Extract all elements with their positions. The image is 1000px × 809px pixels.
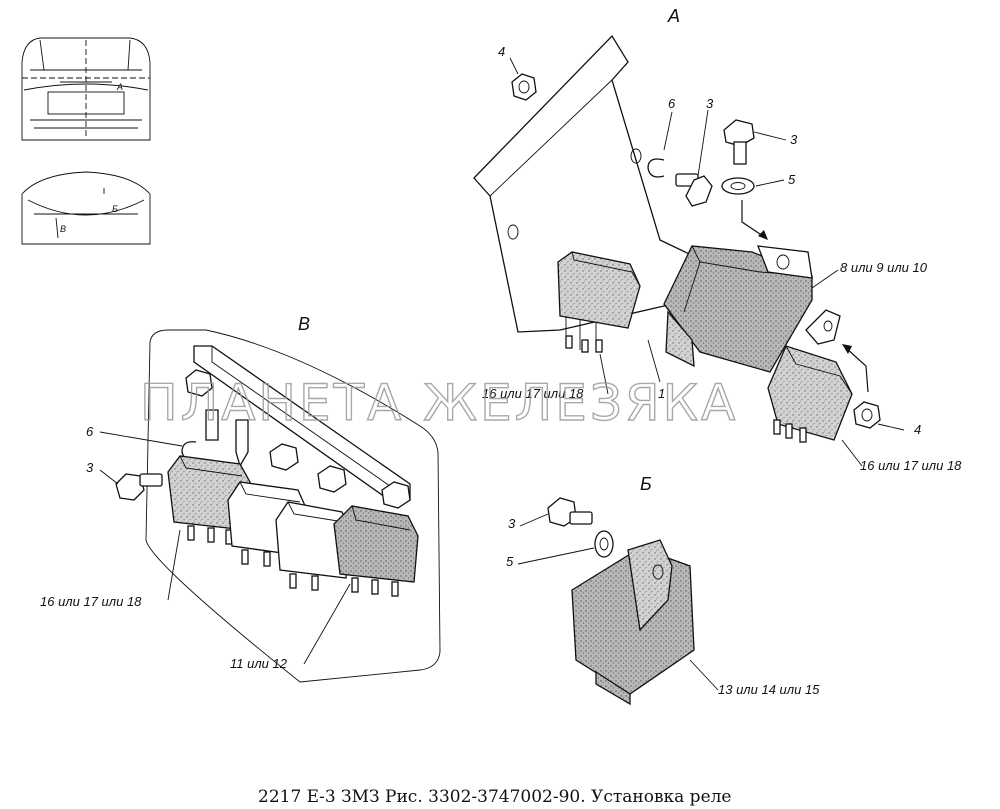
label-a-4-bottom: 4	[914, 422, 921, 437]
label-a-16: 16 или 17 или 18	[482, 386, 584, 401]
view-b-relay-13	[571, 539, 695, 706]
view-a-relay-16	[557, 251, 641, 353]
label-a-1: 1	[658, 386, 665, 401]
label-v-16: 16 или 17 или 18	[40, 594, 142, 609]
view-v-nuts	[185, 369, 411, 509]
figure-caption: 2217 Е-3 ЗМЗ Рис. 3302-3747002-90. Устан…	[258, 787, 732, 807]
view-a-nut-4-bottom	[853, 401, 881, 429]
label-a-3-right: 3	[790, 132, 798, 147]
vehicle-front-thumbnail: А	[21, 37, 151, 141]
view-a-relay-8	[663, 245, 813, 373]
thumb-label-v: В	[60, 224, 66, 234]
label-v-3: 3	[86, 460, 94, 475]
label-b-13: 13 или 14 или 15	[718, 682, 820, 697]
view-a-nut-4-top	[511, 73, 537, 101]
view-b-washer-5	[594, 530, 614, 558]
view-a-washer-5	[721, 177, 755, 195]
view-a-relay-16-bottom	[767, 309, 853, 443]
view-v-title: В	[298, 314, 310, 334]
label-a-16-bottom: 16 или 17 или 18	[860, 458, 962, 473]
view-a-arrows	[741, 200, 869, 393]
view-b-bolt-3	[547, 497, 593, 527]
label-a-6: 6	[668, 96, 676, 111]
view-v-panel	[145, 329, 441, 683]
view-a-bolt-3-right	[723, 119, 755, 165]
watermark: ПЛАНЕТА ЖЕЛЕЗЯКА	[140, 374, 738, 432]
view-v-bracket	[193, 345, 411, 503]
view-v-bolt-3	[115, 473, 163, 501]
label-a-4-top: 4	[498, 44, 505, 59]
view-v-relay-11	[333, 505, 419, 597]
view-a-bolt-3-mid	[675, 173, 713, 207]
label-b-5: 5	[506, 554, 514, 569]
view-a-leaders	[509, 57, 905, 467]
label-a-8: 8 или 9 или 10	[840, 260, 928, 275]
thumb-label-a: А	[116, 82, 123, 92]
view-b-title: Б	[640, 474, 652, 494]
view-v-leaders	[99, 431, 351, 665]
label-a-5: 5	[788, 172, 796, 187]
label-v-11: 11 или 12	[230, 656, 288, 671]
engine-bay-thumbnail: В Б	[21, 171, 151, 245]
view-a-washer-6	[647, 158, 665, 178]
thumb-label-b: Б	[112, 204, 118, 214]
view-b-leaders	[517, 513, 719, 691]
label-v-6: 6	[86, 424, 94, 439]
view-v-relay-blank-2	[275, 501, 351, 591]
label-a-3-mid: 3	[706, 96, 714, 111]
label-b-3: 3	[508, 516, 516, 531]
view-a-title: А	[667, 6, 680, 26]
